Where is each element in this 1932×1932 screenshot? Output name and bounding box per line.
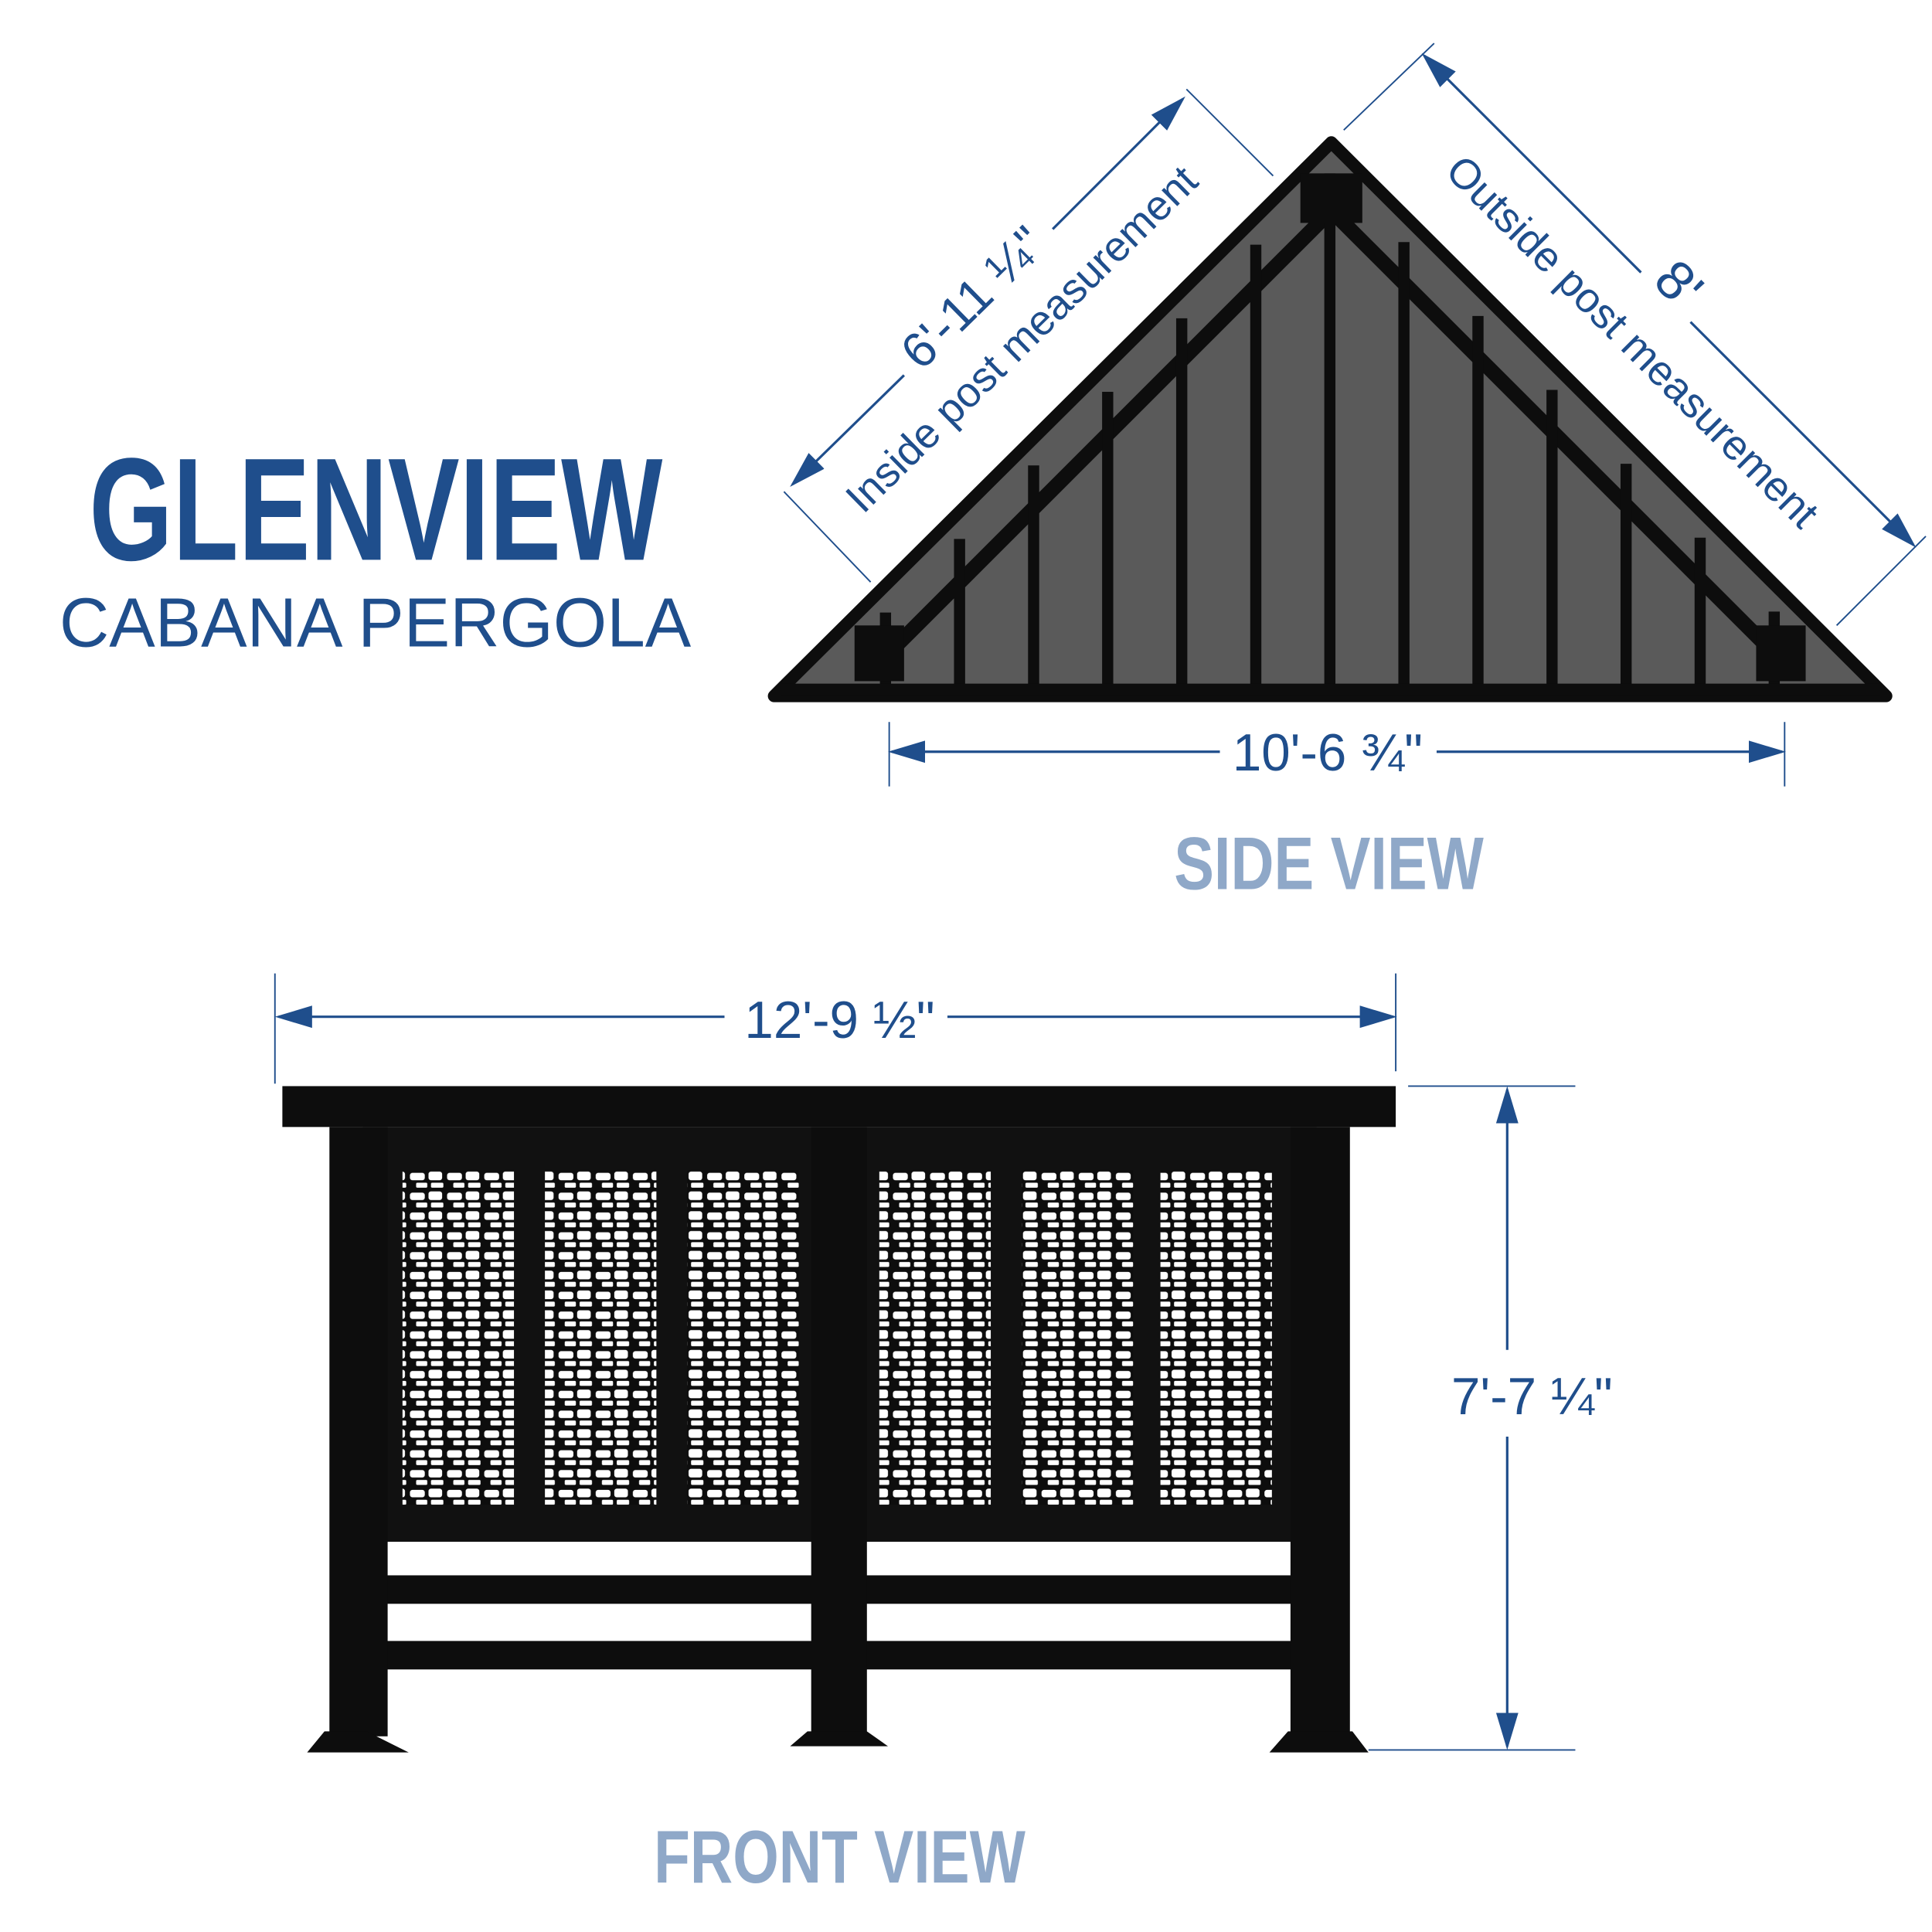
front-view-drawing	[282, 1086, 1396, 1753]
rail-gap	[866, 1604, 1291, 1641]
base-dimension: 10'-6 ¾"	[888, 722, 1786, 787]
side-view-label: SIDE VIEW	[1174, 823, 1484, 906]
brand-title: GLENVIEW	[89, 428, 662, 591]
width-dimension-label: 12'-9 ½"	[744, 992, 934, 1049]
base-dimension-label: 10'-6 ¾"	[1233, 724, 1423, 782]
privacy-screen-panel	[879, 1170, 992, 1505]
privacy-screen-panel	[545, 1170, 657, 1505]
rail-gap	[866, 1542, 1291, 1576]
height-dimension-label: 7'-7 ¼"	[1451, 1368, 1613, 1426]
width-dimension: 12'-9 ½"	[274, 973, 1397, 1084]
outside-dimension-label: 8'	[1643, 248, 1715, 320]
rail-gap	[387, 1604, 811, 1641]
front-view-label: FRONT VIEW	[654, 1816, 1026, 1899]
height-dimension: 7'-7 ¼"	[1368, 1085, 1613, 1751]
side-view-drawing	[767, 136, 1893, 702]
privacy-screen-panel	[1160, 1170, 1272, 1505]
privacy-screen-panel	[687, 1170, 799, 1505]
brand-subtitle: CABANA PERGOLA	[60, 585, 691, 662]
privacy-screen-panel	[402, 1170, 515, 1505]
rail-gap	[387, 1542, 811, 1576]
privacy-screen-panel	[1022, 1170, 1134, 1505]
